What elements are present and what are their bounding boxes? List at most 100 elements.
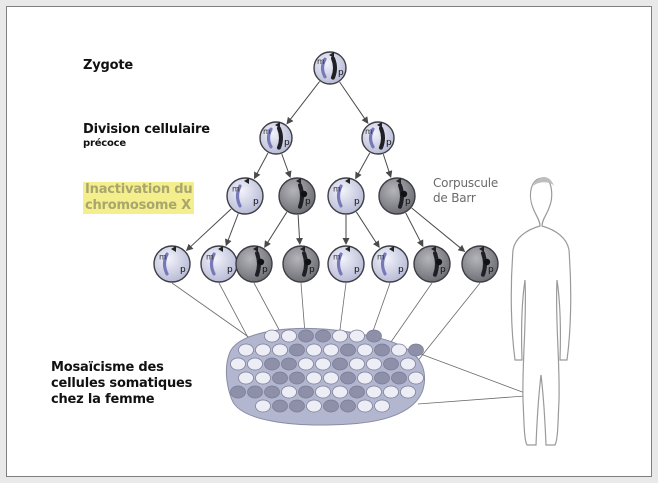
chromosome-label-p: p <box>440 265 446 275</box>
cell-paternal-x-active: p <box>462 246 498 282</box>
tissue-cell-paternal <box>273 372 288 384</box>
tissue-cell-paternal <box>299 330 314 342</box>
early-division-cell: pm <box>362 122 394 154</box>
chromosome-label-p: p <box>262 265 268 275</box>
label-barr-body: Corpuscule de Barr <box>433 176 498 206</box>
tissue-cell-maternal <box>239 372 254 384</box>
cell-paternal-x-active: p <box>379 178 415 214</box>
tissue-cell-maternal <box>358 372 373 384</box>
tissue-connector-line <box>172 283 250 338</box>
tissue-cell-paternal <box>375 372 390 384</box>
somatic-tissue-mosaic <box>226 328 424 425</box>
chromosome-label-p: p <box>386 138 392 148</box>
tissue-cell-paternal <box>299 386 314 398</box>
chromosome-label-p: p <box>305 197 311 207</box>
tissue-cell-maternal <box>307 344 322 356</box>
barr-body <box>258 259 264 265</box>
tissue-cell-maternal <box>367 358 382 370</box>
tissue-cell-maternal <box>333 330 348 342</box>
label-zygote: Zygote <box>83 58 133 74</box>
cell-maternal-x-active: pm <box>227 178 263 214</box>
lineage-arrow <box>255 153 268 177</box>
barr-body <box>305 259 311 265</box>
cell-paternal-x-active: p <box>414 246 450 282</box>
body-connector-line <box>410 350 525 393</box>
tissue-cell-maternal <box>401 386 416 398</box>
cell-membrane <box>283 246 319 282</box>
cell-maternal-x-active: pm <box>201 246 237 282</box>
tissue-cell-maternal <box>367 386 382 398</box>
inactivation-label-line2: chromosome X <box>83 198 194 214</box>
tissue-cell-maternal <box>231 358 246 370</box>
paternal-x-chromosome <box>279 128 281 147</box>
chromosome-label-m: m <box>377 253 385 262</box>
lineage-arrow <box>412 208 464 251</box>
chromosome-label-p: p <box>284 138 290 148</box>
chromosome-label-m: m <box>317 57 325 66</box>
mosaic-label-line1: Mosaïcisme des <box>51 360 192 376</box>
tissue-cell-maternal <box>265 330 280 342</box>
cell-membrane <box>414 246 450 282</box>
tissue-cell-maternal <box>324 372 339 384</box>
tissue-cell-maternal <box>350 358 365 370</box>
tissue-cell-maternal <box>333 386 348 398</box>
cell-paternal-x-active: p <box>236 246 272 282</box>
label-inactivation: Inactivation du chromosome X <box>83 182 194 214</box>
tissue-cell-paternal <box>341 400 356 412</box>
tissue-cell-paternal <box>273 400 288 412</box>
cell-membrane <box>328 246 364 282</box>
cell-maternal-x-active: pm <box>154 246 190 282</box>
chromosome-label-m: m <box>263 127 271 136</box>
tissue-cell-paternal <box>341 344 356 356</box>
woman-silhouette <box>511 177 570 445</box>
lineage-arrow <box>298 215 300 243</box>
tissue-cell-maternal <box>392 344 407 356</box>
chromosome-label-p: p <box>227 265 233 275</box>
label-mosaicism: Mosaïcisme des cellules somatiques chez … <box>51 360 192 408</box>
lineage-arrow <box>340 82 368 122</box>
tissue-cell-maternal <box>307 400 322 412</box>
tissue-cell-maternal <box>358 344 373 356</box>
tissue-cell-paternal <box>324 400 339 412</box>
cell-membrane <box>279 178 315 214</box>
chromosome-label-p: p <box>309 265 315 275</box>
cell-membrane <box>372 246 408 282</box>
division-label-line2: précoce <box>83 138 210 150</box>
cell-paternal-x-active: p <box>279 178 315 214</box>
inactivation-label-line1: Inactivation du <box>83 182 194 198</box>
tissue-cell-paternal <box>350 386 365 398</box>
tissue-cell-maternal <box>409 372 424 384</box>
chromosome-label-p: p <box>354 265 360 275</box>
barr-body <box>484 259 490 265</box>
lineage-arrow <box>383 154 390 176</box>
cell-membrane <box>328 178 364 214</box>
tissue-cell-paternal <box>231 386 246 398</box>
tissue-cell-paternal <box>375 344 390 356</box>
chromosome-label-m: m <box>159 253 167 262</box>
cell-paternal-x-active: p <box>283 246 319 282</box>
tissue-cell-paternal <box>392 372 407 384</box>
chromosome-label-m: m <box>333 185 341 194</box>
lineage-arrow <box>187 209 231 250</box>
tissue-cell-maternal <box>239 344 254 356</box>
cell-membrane <box>201 246 237 282</box>
lineage-arrow <box>356 212 378 246</box>
tissue-cell-maternal <box>324 344 339 356</box>
chromosome-label-p: p <box>338 68 344 78</box>
division-label-line1: Division cellulaire <box>83 122 210 138</box>
tissue-cell-maternal <box>375 400 390 412</box>
chromosome-label-m: m <box>232 185 240 194</box>
tissue-cell-paternal <box>333 358 348 370</box>
tissue-cell-maternal <box>299 358 314 370</box>
chromosome-label-m: m <box>365 127 373 136</box>
tissue-cell-maternal <box>256 344 271 356</box>
tissue-cell-maternal <box>350 330 365 342</box>
cell-maternal-x-active: pm <box>328 178 364 214</box>
tissue-cell-maternal <box>282 386 297 398</box>
tissue-cell-maternal <box>316 358 331 370</box>
chromosome-label-p: p <box>398 265 404 275</box>
barr-body <box>401 191 407 197</box>
chromosome-label-m: m <box>333 253 341 262</box>
tissue-cell-paternal <box>290 400 305 412</box>
chromosome-label-p: p <box>405 197 411 207</box>
